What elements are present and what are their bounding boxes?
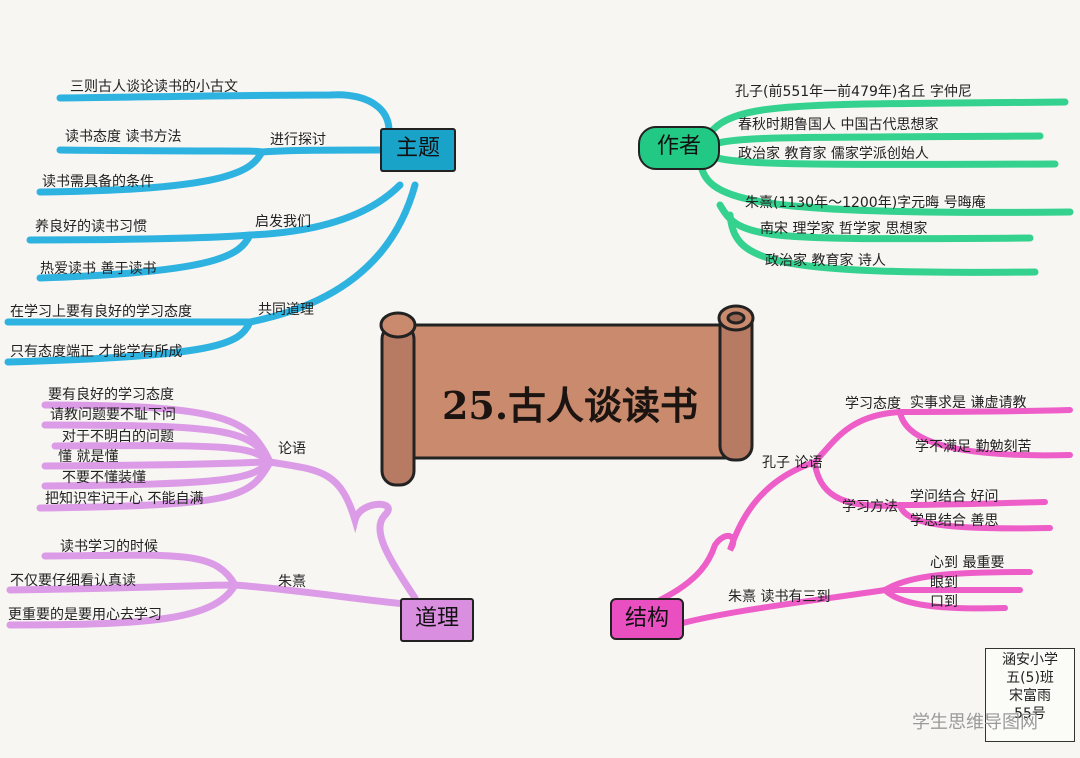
- jiegou-sub-label: 学习方法: [842, 499, 898, 515]
- zhuti-leaf: 养良好的读书习惯: [35, 219, 147, 235]
- jiegou-leaf-6: [882, 587, 1008, 612]
- daoli-leaf-3: [41, 458, 274, 470]
- author-signature: 涵安小学 五(5)班 宋富雨 55号: [985, 648, 1075, 742]
- jiegou-branch-label: 朱熹 读书有三到: [728, 589, 831, 605]
- daoli-leaf-1: [41, 421, 274, 466]
- daoli-leaf: 不仅要仔细看认真读: [10, 573, 136, 589]
- daoli-leaf-8: [6, 581, 239, 629]
- center-scroll: [379, 304, 755, 487]
- zhuti-leaf: 三则古人谈论读书的小古文: [70, 79, 238, 95]
- jiegou-branch-kongzi: [657, 459, 818, 603]
- zhuti-leaf: 热爱读书 善于读书: [40, 261, 157, 277]
- zhuti-branch-label: 进行探讨: [270, 132, 326, 148]
- scroll-body: [398, 323, 742, 460]
- zuozhe-line: 南宋 理学家 哲学家 思想家: [760, 221, 928, 237]
- jiegou-sub-fangfa: [812, 462, 903, 509]
- zhuti-branch-3b: [4, 318, 254, 366]
- jiegou-leaf: 口到: [930, 594, 958, 610]
- daoli-branch-label: 朱熹: [278, 574, 306, 590]
- jiegou-leaf-1: [897, 409, 1073, 459]
- zhuti-branch-3: [246, 181, 419, 326]
- scroll-roll-left: [380, 323, 416, 487]
- zhuti-branch-0: [56, 91, 393, 152]
- zhuti-branches: [4, 91, 419, 366]
- daoli-leaf: 更重要的是要用心去学习: [8, 607, 162, 623]
- daoli-leaf-7: [6, 581, 239, 594]
- zuozhe-line: 政治家 教育家 儒家学派创始人: [738, 146, 929, 162]
- scroll-roll-right: [718, 308, 754, 462]
- signature-line: 55号: [1014, 706, 1046, 722]
- zhuti-leaf: 读书需具备的条件: [42, 174, 154, 190]
- jiegou-leaf-3: [897, 502, 1053, 532]
- signature-line: 五(5)班: [1006, 670, 1054, 686]
- signature-line: 涵安小学: [1002, 652, 1058, 668]
- zhuti-leaf: 读书态度 读书方法: [65, 129, 182, 145]
- jiegou-sub-label: 学习态度: [845, 396, 901, 412]
- jiegou-branch-label: 孔子 论语: [762, 455, 823, 471]
- zuozhe-branch-1b: [726, 211, 1039, 276]
- daoli-branch-lunyu: [266, 458, 419, 602]
- jiegou-leaf-2: [897, 499, 1048, 508]
- jiegou-leaf: 实事求是 谦虚请教: [910, 395, 1027, 411]
- topic-zuozhe: 作者: [638, 126, 720, 170]
- jiegou-branches: [657, 407, 1073, 628]
- zhuti-leaf: 在学习上要有良好的学习态度: [10, 304, 192, 320]
- daoli-leaf: 懂 就是懂: [58, 449, 119, 465]
- jiegou-leaf: 学不满足 勤勉刻苦: [915, 439, 1032, 455]
- jiegou-leaf: 学问结合 好问: [910, 489, 999, 505]
- jiegou-leaf: 眼到: [930, 575, 958, 591]
- zhuti-branch-2a: [26, 231, 254, 244]
- zhuti-branch-2: [246, 181, 404, 239]
- zuozhe-line: 春秋时期鲁国人 中国古代思想家: [738, 117, 939, 133]
- jiegou-leaf: 心到 最重要: [930, 555, 1005, 571]
- daoli-branch-label: 论语: [278, 441, 306, 457]
- daoli-branch-zhuxi: [231, 581, 419, 609]
- zhuti-branch-1b: [36, 148, 266, 196]
- topic-zhuti: 主题: [380, 128, 456, 172]
- daoli-leaf: 把知识牢记于心 不能自满: [45, 491, 204, 507]
- watermark: 学生思维导图网: [912, 712, 1038, 733]
- zuozhe-line: 孔子(前551年一前479年)名丘 字仲尼: [735, 84, 972, 100]
- zuozhe-branch-1: [696, 156, 1074, 216]
- daoli-leaf: 对于不明白的问题: [62, 429, 174, 445]
- daoli-leaf: 读书学习的时候: [60, 539, 158, 555]
- jiegou-leaf: 学思结合 善思: [910, 513, 999, 529]
- zuozhe-line: 朱熹(1130年～1200年)字元晦 号晦庵: [745, 195, 986, 211]
- zhuti-branch-1a: [56, 146, 266, 156]
- signature-line: 宋富雨: [1009, 688, 1051, 704]
- daoli-leaf: 请教问题要不耻下问: [50, 407, 176, 423]
- jiegou-leaf-4: [882, 569, 1033, 593]
- jiegou-branch-zhuxi: [672, 587, 888, 628]
- daoli-leaf-4: [41, 458, 274, 490]
- zuozhe-line: 政治家 教育家 诗人: [765, 253, 886, 269]
- daoli-branches: [6, 401, 419, 629]
- center-title: 25.古人谈读书: [441, 383, 699, 428]
- jiegou-sub-taidu: [812, 409, 903, 465]
- daoli-leaf-5: [36, 458, 274, 512]
- daoli-leaf: 不要不懂装懂: [62, 470, 146, 486]
- daoli-leaf: 要有良好的学习态度: [48, 387, 174, 403]
- zhuti-branch-label: 启发我们: [255, 214, 311, 230]
- zhuti-leaf: 只有态度端正 才能学有所成: [10, 344, 183, 360]
- daoli-leaf-2: [51, 442, 274, 466]
- zhuti-branch-2b: [36, 231, 254, 282]
- daoli-leaf-6: [41, 551, 239, 589]
- topic-daoli: 道理: [400, 598, 474, 642]
- jiegou-leaf-0: [897, 407, 1073, 415]
- zhuti-branch-label: 共同道理: [258, 302, 314, 318]
- topic-jiegou: 结构: [610, 598, 684, 640]
- zhuti-branch-1: [258, 146, 389, 156]
